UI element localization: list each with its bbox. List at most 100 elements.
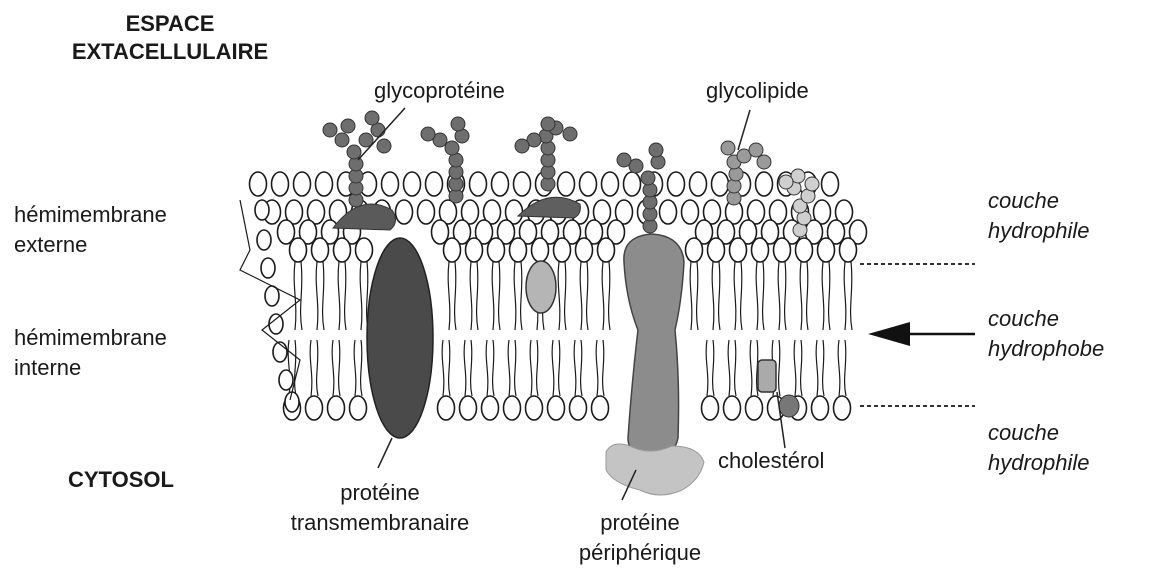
phospholipid-head	[306, 396, 323, 420]
phospholipid-head	[316, 172, 333, 196]
phospholipid-head	[822, 172, 839, 196]
phospholipid-head	[444, 238, 461, 262]
phospholipid-head	[724, 396, 741, 420]
fatty-acid-tail	[580, 262, 588, 330]
phospholipid-head	[514, 172, 531, 196]
phospholipid-head	[418, 200, 435, 224]
bottom-hydrophilic-label: couche hydrophile	[988, 418, 1090, 478]
phospholipid-head	[404, 172, 421, 196]
phospholipid-head	[532, 238, 549, 262]
phospholipid-head	[356, 238, 373, 262]
phospholipid-head	[756, 172, 773, 196]
extracellular-label: ESPACE EXTACELLULAIRE	[40, 10, 300, 66]
phospholipid-head	[526, 396, 543, 420]
phospholipid-head	[796, 238, 813, 262]
fatty-acid-tail	[338, 262, 346, 330]
sugar-bead	[323, 123, 337, 137]
phospholipid-head	[598, 238, 615, 262]
sugar-bead	[445, 141, 459, 155]
phospholipid-head	[570, 396, 587, 420]
phospholipid-head	[255, 200, 269, 220]
fatty-acid-tail	[470, 262, 478, 330]
sugar-bead	[365, 111, 379, 125]
phospholipid-head	[834, 396, 851, 420]
sugar-bead	[649, 143, 663, 157]
fatty-acid-tail	[558, 262, 566, 330]
fatty-acid-tail	[486, 340, 494, 396]
fatty-acid-tail	[602, 262, 610, 330]
fatty-acid-tail	[514, 262, 522, 330]
phospholipid-head	[350, 396, 367, 420]
fatty-acid-tail	[734, 262, 742, 330]
sugar-bead	[757, 155, 771, 169]
sugar-bead	[541, 117, 555, 131]
phospholipid-head	[580, 172, 597, 196]
phospholipid-head	[312, 238, 329, 262]
small-protein	[526, 261, 556, 313]
phospholipid-head	[682, 200, 699, 224]
fatty-acid-tail	[574, 340, 582, 396]
sugar-bead	[341, 119, 355, 133]
phospholipid-head	[272, 172, 289, 196]
cytosol-label: CYTOSOL	[68, 466, 174, 494]
phospholipid-head	[708, 238, 725, 262]
phospholipid-head	[273, 342, 287, 362]
phospholipid-head	[269, 314, 283, 334]
fatty-acid-tail	[596, 340, 604, 396]
phospholipid-head	[396, 200, 413, 224]
fatty-acid-tail	[530, 340, 538, 396]
phospholipid-head	[504, 396, 521, 420]
sugar-bead	[563, 127, 577, 141]
transmembrane-protein-label: protéine transmembranaire	[250, 478, 510, 538]
phospholipid-head	[492, 172, 509, 196]
phospholipid-head	[548, 396, 565, 420]
peripheral-protein-label: protéine périphérique	[540, 508, 740, 568]
sugar-bead	[721, 141, 735, 155]
phospholipid-head	[510, 238, 527, 262]
phospholipid-head	[558, 172, 575, 196]
phospholipid-head	[730, 238, 747, 262]
peripheral-protein	[606, 444, 704, 495]
fatty-acid-tail	[464, 340, 472, 396]
phospholipid-head	[576, 238, 593, 262]
fatty-acid-tail	[294, 262, 302, 330]
cholesterol	[758, 360, 776, 392]
phospholipid-head	[712, 172, 729, 196]
fatty-acid-tail	[800, 262, 808, 330]
phospholipid-head	[686, 238, 703, 262]
phospholipid-head	[624, 172, 641, 196]
fatty-acid-tail	[310, 340, 318, 396]
sugar-bead	[779, 175, 793, 189]
fatty-acid-tail	[756, 262, 764, 330]
phospholipid-head	[334, 238, 351, 262]
phospholipid-head	[818, 238, 835, 262]
phospholipid-head	[482, 396, 499, 420]
sugar-bead	[805, 177, 819, 191]
phospholipid-head	[592, 396, 609, 420]
phospholipid-head	[460, 396, 477, 420]
phospholipid-head	[774, 238, 791, 262]
phospholipid-head	[438, 396, 455, 420]
sugar-bead	[377, 139, 391, 153]
sugar-bead	[347, 145, 361, 159]
sugar-bead	[617, 153, 631, 167]
glycoprotein-base-2	[518, 197, 580, 218]
phospholipid-head	[261, 258, 275, 278]
inner-leaflet-label: hémimembrane interne	[14, 323, 167, 383]
fatty-acid-tail	[728, 340, 736, 396]
fatty-acid-tail	[448, 262, 456, 330]
fatty-acid-tail	[316, 262, 324, 330]
fatty-acid-tail	[706, 340, 714, 396]
phospholipid-head	[746, 396, 763, 420]
fatty-acid-tail	[332, 340, 340, 396]
sugar-bead	[451, 117, 465, 131]
fatty-acid-tail	[838, 340, 846, 396]
fatty-acid-tail	[822, 262, 830, 330]
transmembrane-leader	[378, 438, 392, 468]
glycolipid-leader	[738, 110, 750, 150]
phospholipid-head	[488, 238, 505, 262]
phospholipid-head	[382, 172, 399, 196]
phospholipid-head	[328, 396, 345, 420]
phospholipid-head	[290, 238, 307, 262]
